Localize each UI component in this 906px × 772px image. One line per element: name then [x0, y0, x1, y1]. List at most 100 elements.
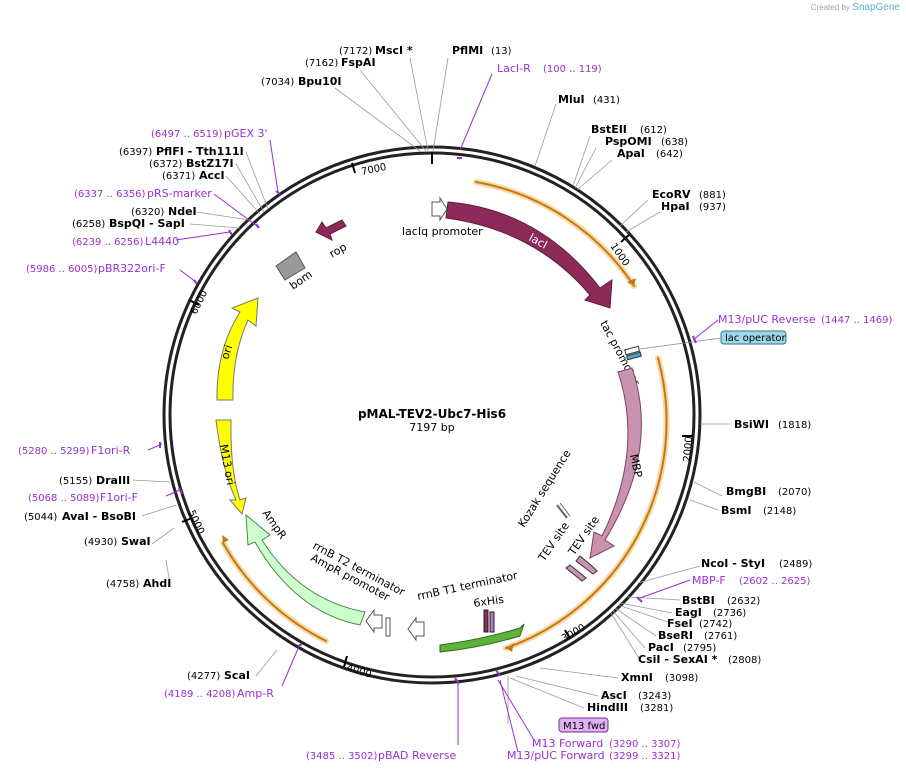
M13-ori-label: M13 ori — [217, 443, 237, 486]
his6-feature[interactable] — [483, 609, 495, 633]
rrnB-T1-feature[interactable] — [439, 623, 525, 653]
his6-label: 6xHis — [473, 593, 505, 610]
primer-Amp-R-range: (4189 .. 4208) — [164, 689, 236, 700]
rrnB-T1-arrow[interactable] — [407, 616, 425, 642]
enzyme-AvaI-BsoBI-pos: (5044) — [24, 512, 57, 523]
enzyme-PacI: PacI — [648, 641, 674, 654]
enzyme-FseI-pos: (2742) — [699, 619, 732, 630]
primer-pGEX3-range: (6497 .. 6519) — [151, 129, 223, 140]
lac-operator-tag[interactable]: lac operator — [720, 330, 787, 345]
enzyme-NdeI: NdeI — [168, 205, 197, 218]
tick-5000: 5000 — [185, 509, 206, 537]
enzyme-EcoRV-pos: (881) — [699, 190, 726, 201]
enzyme-HpaI-pos: (937) — [699, 202, 726, 213]
tev-site-2-feature[interactable] — [575, 555, 598, 575]
enzyme-labels: (7172) MscI * (7162) FspAI (7034) Bpu10I… — [24, 44, 812, 714]
primer-pBAD-Reverse: pBAD Reverse — [378, 749, 456, 762]
primer-pRS-marker-range: (6337 .. 6356) — [74, 189, 146, 200]
primer-MBP-F-range: (2602 .. 2625) — [739, 576, 811, 587]
lacIq-promoter-feature[interactable] — [431, 196, 448, 222]
primer-M13-Forward-range: (3290 .. 3307) — [609, 739, 681, 750]
enzyme-FseI: FseI — [667, 617, 693, 630]
enzyme-NcoI-StyI-pos: (2489) — [779, 559, 812, 570]
kozak-label: Kozak sequence — [516, 447, 574, 529]
enzyme-HindIII-pos: (3281) — [640, 703, 673, 714]
lac-operator-label: lac operator — [725, 333, 786, 344]
enzyme-XmnI: XmnI — [621, 671, 653, 684]
primer-MBP-F: MBP-F — [692, 574, 726, 587]
enzyme-DraIII-pos: (5155) — [59, 476, 92, 487]
enzyme-AscI-pos: (3243) — [638, 691, 671, 702]
rop-feature[interactable] — [315, 219, 347, 241]
primer-pBR322ori-F-range: (5986 .. 6005) — [26, 264, 98, 275]
MBP-feature[interactable]: MBP — [589, 367, 645, 559]
leader-lines — [131, 57, 730, 724]
kozak-feature[interactable] — [556, 502, 571, 519]
enzyme-FspAI: FspAI — [341, 56, 376, 69]
enzyme-Bpu10I: Bpu10I — [298, 75, 342, 88]
enzyme-AvaI-BsoBI: AvaI - BsoBI — [62, 510, 136, 523]
enzyme-PflFI-Tth111I: PflFI - Tth111I — [156, 145, 244, 158]
enzyme-AccI-pos: (6371) — [162, 171, 195, 182]
tev-site-1-label: TEV site — [535, 520, 572, 565]
lacIq-promoter-label: lacIq promoter — [402, 225, 483, 238]
enzyme-ApaI-pos: (642) — [656, 149, 683, 160]
enzyme-PflMI-pos: (13) — [491, 46, 512, 57]
enzyme-AccI: AccI — [199, 169, 225, 182]
ori-label: ori — [218, 343, 235, 361]
lacI-feature[interactable]: lacI — [445, 201, 613, 309]
enzyme-NdeI-pos: (6320) — [131, 207, 164, 218]
M13-ori-feature[interactable]: M13 ori — [215, 419, 247, 516]
ori-feature[interactable]: ori — [216, 297, 259, 401]
backbone — [162, 145, 702, 685]
enzyme-BspQI-SapI: BspQI - SapI — [109, 217, 185, 230]
M13-fwd-tag[interactable]: M13 fwd — [558, 717, 609, 733]
rrnB-T2-feature[interactable] — [385, 617, 391, 637]
enzyme-PspOMI-pos: (638) — [661, 137, 688, 148]
bom-feature[interactable] — [275, 251, 306, 281]
primer-pGEX3: pGEX 3' — [224, 127, 268, 140]
plasmid-name: pMAL-TEV2-Ubc7-His6 — [358, 407, 506, 421]
enzyme-BstEII-pos: (612) — [640, 125, 667, 136]
enzyme-BstBI: BstBI — [682, 594, 715, 607]
primer-markers — [159, 157, 697, 685]
tev-site-1-feature[interactable] — [565, 564, 587, 582]
primer-L4440: L4440 — [145, 235, 179, 248]
enzyme-PspOMI: PspOMI — [605, 135, 652, 148]
enzyme-BmgBI: BmgBI — [726, 485, 766, 498]
orf-arcs — [220, 179, 670, 652]
enzyme-HpaI: HpaI — [661, 200, 690, 213]
primer-F1ori-R-range: (5280 .. 5299) — [18, 446, 90, 457]
enzyme-DraIII: DraIII — [96, 474, 130, 487]
enzyme-BsiWI: BsiWI — [734, 418, 769, 431]
rrnB-T1-label: rrnB T1 terminator — [416, 569, 519, 603]
enzyme-BstEII: BstEII — [591, 123, 627, 136]
enzyme-NcoI-StyI: NcoI - StyI — [701, 557, 765, 570]
enzyme-EagI: EagI — [675, 606, 702, 619]
enzyme-MscI-pos: (7172) — [339, 46, 372, 57]
MBP-label: MBP — [627, 453, 645, 479]
AmpR-promoter-feature[interactable] — [365, 608, 383, 634]
tick-2000: 2000 — [682, 436, 695, 462]
enzyme-AhdI-pos: (4758) — [106, 579, 139, 590]
tick-4000: 4000 — [345, 662, 373, 680]
enzyme-MluI-pos: (431) — [593, 95, 620, 106]
primer-F1ori-F-range: (5068 .. 5089) — [28, 493, 100, 504]
enzyme-BstZ17I: BstZ17I — [186, 157, 234, 170]
enzyme-BseRI-pos: (2761) — [704, 631, 737, 642]
enzyme-ScaI-pos: (4277) — [187, 671, 220, 682]
enzyme-BsiWI-pos: (1818) — [778, 420, 811, 431]
enzyme-EagI-pos: (2736) — [713, 608, 746, 619]
tick-7000: 7000 — [360, 162, 387, 178]
enzyme-CsiI-SexAI: CsiI - SexAI * — [638, 653, 718, 666]
enzyme-BspQI-SapI-pos: (6258) — [72, 219, 105, 230]
enzyme-BseRI: BseRI — [658, 629, 693, 642]
plasmid-length: 7197 bp — [409, 421, 454, 434]
enzyme-CsiI-SexAI-pos: (2808) — [728, 655, 761, 666]
enzyme-BsmI: BsmI — [721, 504, 752, 517]
enzyme-MluI: MluI — [558, 93, 585, 106]
enzyme-SwaI-pos: (4930) — [84, 537, 117, 548]
primer-pBAD-Reverse-range: (3485 .. 3502) — [306, 751, 378, 762]
tac-promoter-feature[interactable] — [624, 345, 642, 361]
enzyme-BmgBI-pos: (2070) — [778, 487, 811, 498]
